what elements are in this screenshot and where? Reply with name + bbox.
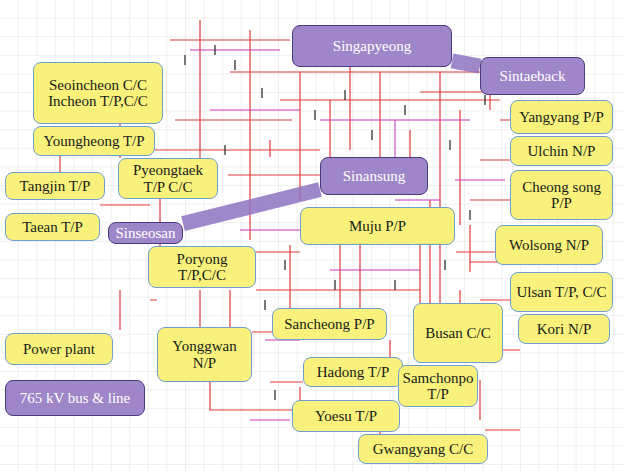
plant-box: Busan C/C (413, 303, 503, 363)
plant-box: Yoesu T/P (292, 400, 400, 432)
plant-label: Ulchin N/P (528, 143, 596, 160)
plant-label: Tangjin T/P (20, 178, 91, 195)
plant-label: Pyeongtaek T/P C/C (124, 162, 212, 195)
plant-label: Yoesu T/P (315, 408, 377, 425)
plant-box: Cheong song P/P (510, 170, 613, 220)
substation-box: Sinansung (320, 157, 428, 195)
legend-text: Power plant (23, 341, 95, 358)
plant-box: Hadong T/P (303, 357, 403, 387)
plant-label: Samchonpo T/P (403, 370, 474, 403)
plant-box: Kori N/P (518, 314, 610, 344)
plant-label: Wolsong N/P (509, 237, 589, 254)
plant-box: Poryong T/P,C/C (148, 246, 256, 288)
plant-label: Poryong T/P,C/C (154, 251, 250, 284)
plant-box: Gwangyang C/C (358, 434, 488, 464)
legend-swatch: 765 kV bus & line (5, 380, 145, 416)
plant-label: Muju P/P (349, 218, 406, 235)
plant-box: Youngheong T/P (33, 126, 155, 156)
plant-box: Samchonpo T/P (398, 365, 478, 407)
plant-label: Sancheong P/P (284, 316, 374, 333)
plant-label: Seoincheon C/C (49, 77, 147, 94)
plant-box: Yangyang P/P (510, 100, 613, 134)
plant-label: Taean T/P (22, 219, 83, 236)
substation-box: Singapyeong (292, 25, 452, 67)
plant-box: Pyeongtaek T/P C/C (118, 158, 218, 199)
plant-box: Wolsong N/P (495, 225, 603, 265)
plant-box: Seoincheon C/CIncheon T/P,C/C (33, 62, 163, 124)
plant-box: Yonggwan N/P (157, 327, 252, 382)
bus-label: Sinansung (343, 168, 406, 185)
substation-box: Sintaeback (480, 57, 585, 95)
plant-box: Taean T/P (5, 213, 100, 241)
bus-label: Sintaeback (500, 68, 566, 85)
bus-label: Singapyeong (333, 38, 411, 55)
plant-box: Muju P/P (300, 207, 455, 245)
plant-label: Kori N/P (537, 321, 592, 338)
line-765kv (452, 61, 480, 66)
plant-label: Incheon T/P,C/C (48, 93, 148, 110)
plant-label: Busan C/C (425, 325, 490, 342)
legend-text: 765 kV bus & line (20, 390, 131, 407)
plant-box: Sancheong P/P (272, 308, 387, 340)
plant-label: Yonggwan N/P (163, 338, 246, 371)
plant-label: Hadong T/P (317, 364, 390, 381)
plant-box: Ulchin N/P (510, 136, 613, 166)
plant-box: Ulsan T/P, C/C (510, 272, 613, 312)
plant-label: Gwangyang C/C (373, 441, 473, 458)
plant-label: Yangyang P/P (519, 109, 604, 126)
legend-swatch: Power plant (5, 333, 113, 365)
plant-label: Cheong song P/P (516, 179, 607, 212)
plant-box: Tangjin T/P (5, 172, 105, 200)
plant-label: Ulsan T/P, C/C (516, 284, 606, 301)
bus-label: Sinseosan (116, 225, 176, 242)
substation-box: Sinseosan (108, 222, 183, 244)
plant-label: Youngheong T/P (43, 133, 144, 150)
